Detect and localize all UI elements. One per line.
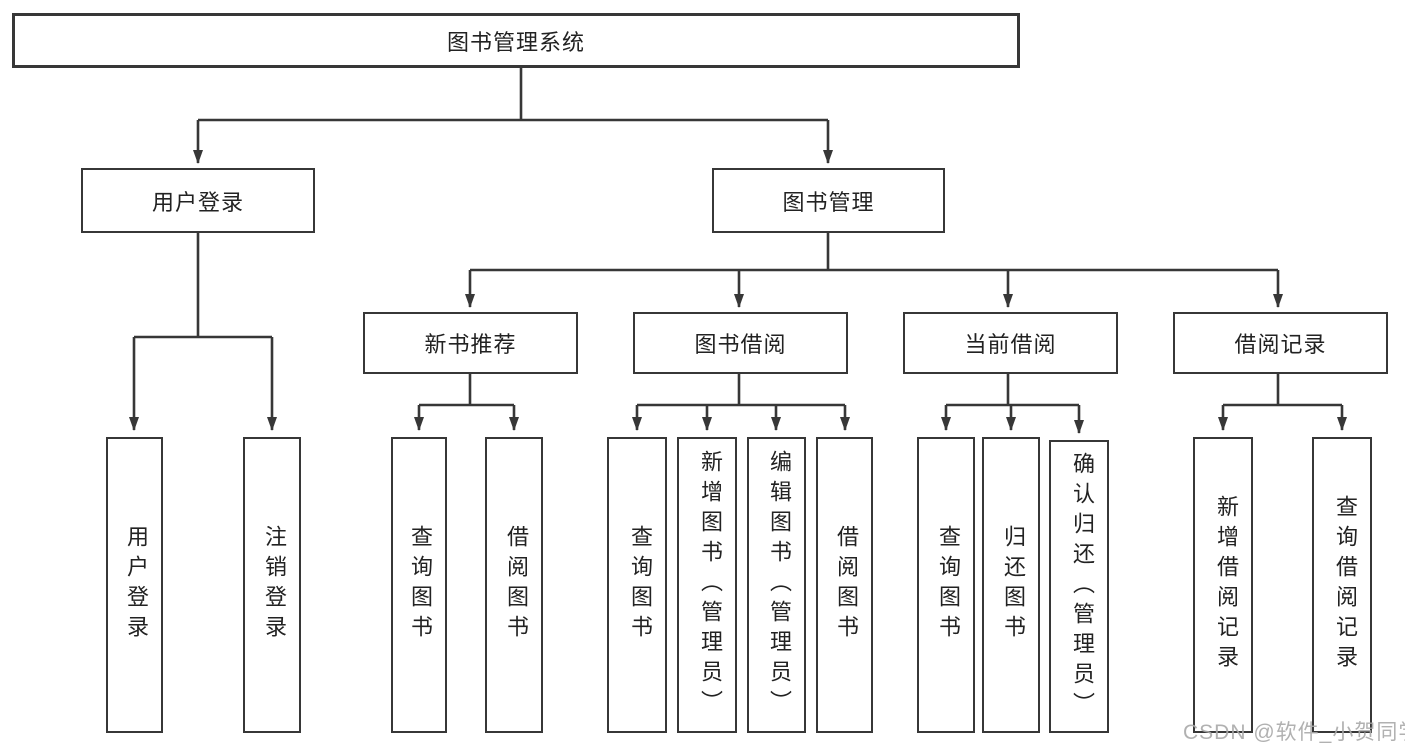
leaf-borrow-books-borrow: 借阅图书 xyxy=(816,437,873,733)
node-new-book-recommend: 新书推荐 xyxy=(363,312,578,374)
leaf-borrow-books-recommend: 借阅图书 xyxy=(485,437,543,733)
node-borrow-records: 借阅记录 xyxy=(1173,312,1388,374)
node-book-management: 图书管理 xyxy=(712,168,945,233)
leaf-query-books-current: 查询图书 xyxy=(917,437,975,733)
watermark: CSDN @软件_小贺同学 xyxy=(1183,721,1405,744)
leaf-add-borrow-record: 新增借阅记录 xyxy=(1193,437,1253,733)
leaf-query-books-borrow: 查询图书 xyxy=(607,437,667,733)
leaf-user-login: 用户登录 xyxy=(106,437,163,733)
node-current-borrow: 当前借阅 xyxy=(903,312,1118,374)
leaf-add-book-admin: 新增图书（管理员） xyxy=(677,437,737,733)
leaf-return-books: 归还图书 xyxy=(982,437,1040,733)
node-root: 图书管理系统 xyxy=(12,13,1020,68)
node-user-login: 用户登录 xyxy=(81,168,315,233)
leaf-query-borrow-record: 查询借阅记录 xyxy=(1312,437,1372,733)
leaf-logout: 注销登录 xyxy=(243,437,301,733)
leaf-edit-book-admin: 编辑图书（管理员） xyxy=(747,437,806,733)
node-book-borrow: 图书借阅 xyxy=(633,312,848,374)
leaf-confirm-return-admin: 确认归还（管理员） xyxy=(1049,440,1109,733)
leaf-query-books-recommend: 查询图书 xyxy=(391,437,447,733)
